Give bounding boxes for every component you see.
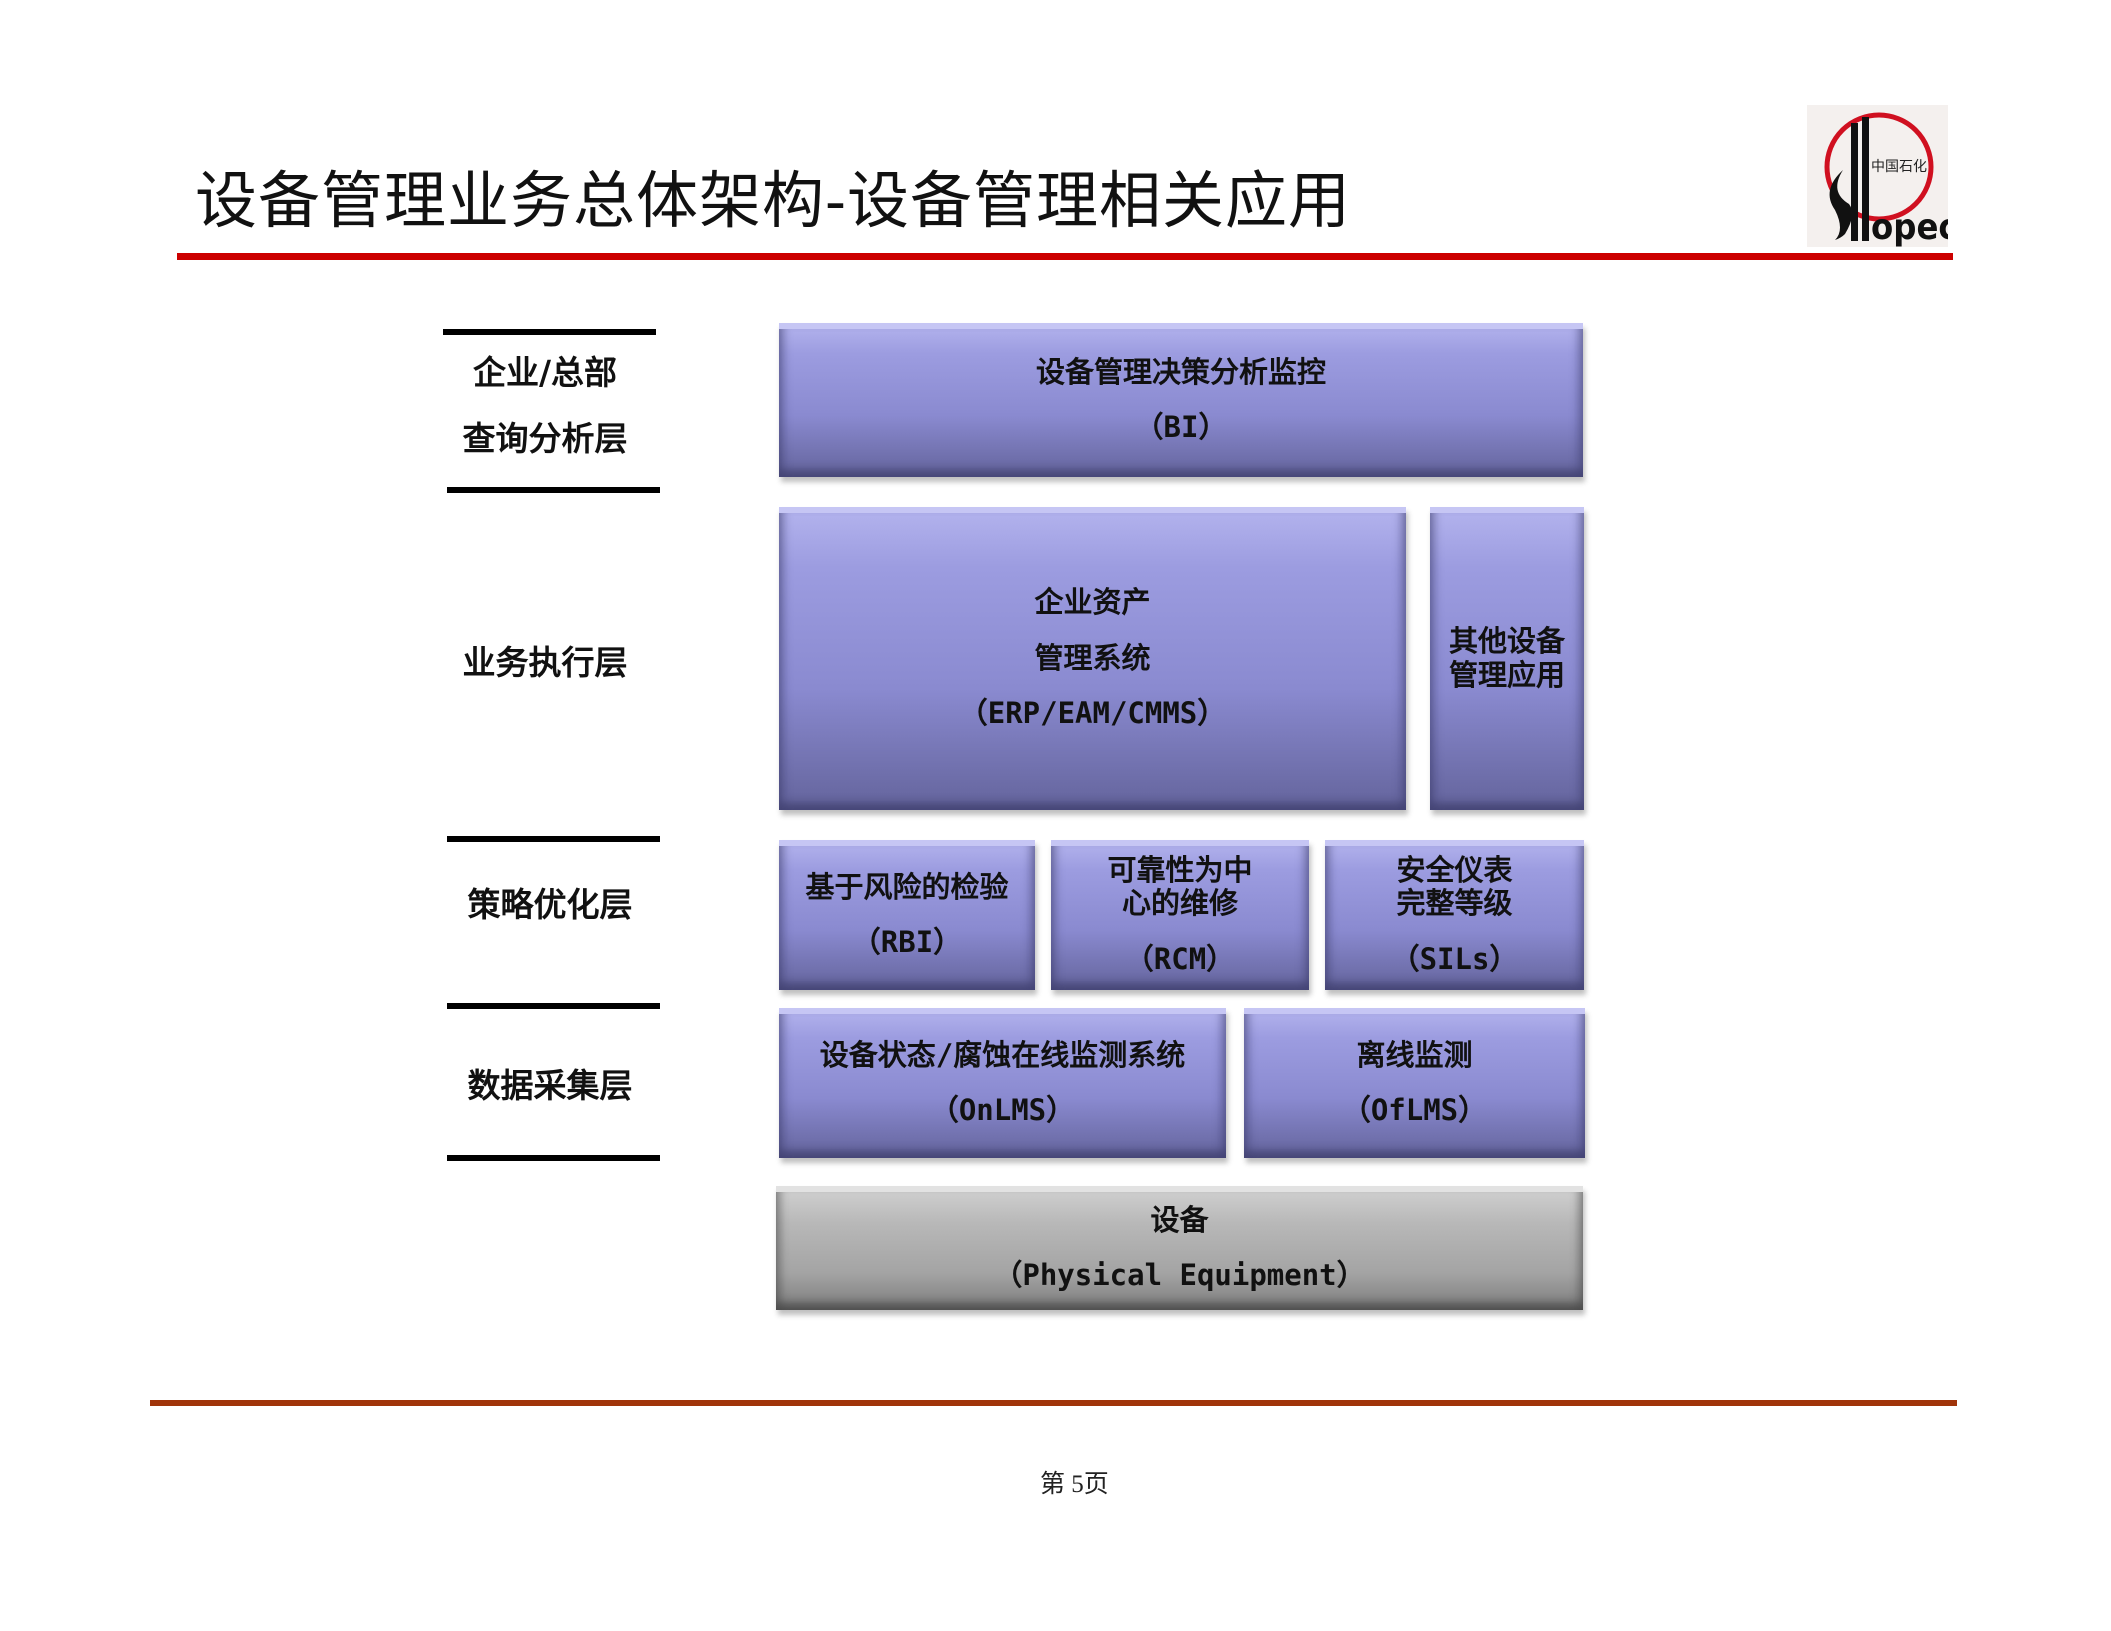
label-line: 企业/总部 [472, 353, 618, 392]
box-physical-equipment: 设备 （Physical Equipment） [776, 1186, 1583, 1310]
box-oflms: 离线监测 （OfLMS） [1244, 1008, 1585, 1158]
box-text: 其他设备 [1448, 624, 1565, 659]
box-text: （SILs） [1390, 941, 1519, 976]
box-erp: 企业资产 管理系统 （ERP/EAM/CMMS） [779, 507, 1406, 810]
header-divider [177, 253, 1953, 260]
page-title: 设备管理业务总体架构-设备管理相关应用 [195, 164, 1351, 237]
box-text: 基于风险的检验 [805, 869, 1009, 904]
label-line: 查询分析层 [462, 419, 628, 458]
box-text: （BI） [1134, 410, 1228, 444]
box-text: 设备管理决策分析监控 [1035, 354, 1326, 389]
layer-label-data: 数据采集层 [467, 1066, 633, 1105]
box-text: 设备 [1150, 1202, 1209, 1237]
box-rbi: 基于风险的检验 （RBI） [779, 840, 1035, 990]
box-text: 管理系统 [1034, 640, 1151, 675]
box-text: （Physical Equipment） [993, 1258, 1366, 1292]
layer-divider [447, 1003, 660, 1009]
box-text: 安全仪表 [1396, 852, 1513, 887]
box-text: 设备状态/腐蚀在线监测系统 [819, 1037, 1186, 1072]
layer-label-execution: 业务执行层 [462, 643, 628, 682]
box-rcm: 可靠性为中 心的维修 （RCM） [1051, 840, 1309, 990]
box-text: 管理应用 [1448, 657, 1565, 692]
sinopec-logo: 中国石化 opec [1807, 105, 1958, 248]
box-text: 心的维修 [1121, 886, 1238, 921]
layer-divider [447, 836, 660, 842]
box-text: （OnLMS） [929, 1093, 1076, 1127]
footer-divider [150, 1400, 1957, 1406]
layer-label-enterprise: 企业/总部 查询分析层 [420, 340, 670, 472]
box-other-apps: 其他设备 管理应用 [1430, 507, 1584, 810]
svg-text:opec: opec [1871, 207, 1948, 247]
box-text: 完整等级 [1396, 886, 1513, 921]
box-text: （RCM） [1124, 941, 1236, 976]
page-number: 第 5页 [1040, 1471, 1109, 1498]
box-text: （RBI） [851, 925, 963, 959]
layer-divider [447, 487, 660, 493]
svg-text:中国石化: 中国石化 [1871, 159, 1927, 175]
box-text: 离线监测 [1356, 1037, 1473, 1072]
box-bi: 设备管理决策分析监控 （BI） [779, 323, 1583, 477]
box-text: （ERP/EAM/CMMS） [958, 696, 1227, 731]
box-onlms: 设备状态/腐蚀在线监测系统 （OnLMS） [779, 1008, 1226, 1158]
layer-label-strategy: 策略优化层 [467, 885, 633, 924]
box-text: 可靠性为中 [1107, 852, 1253, 887]
layer-divider [447, 1155, 660, 1161]
box-sil: 安全仪表 完整等级 （SILs） [1325, 840, 1584, 990]
layer-divider [443, 329, 656, 335]
box-text: 企业资产 [1034, 585, 1151, 620]
box-text: （OfLMS） [1341, 1093, 1488, 1127]
